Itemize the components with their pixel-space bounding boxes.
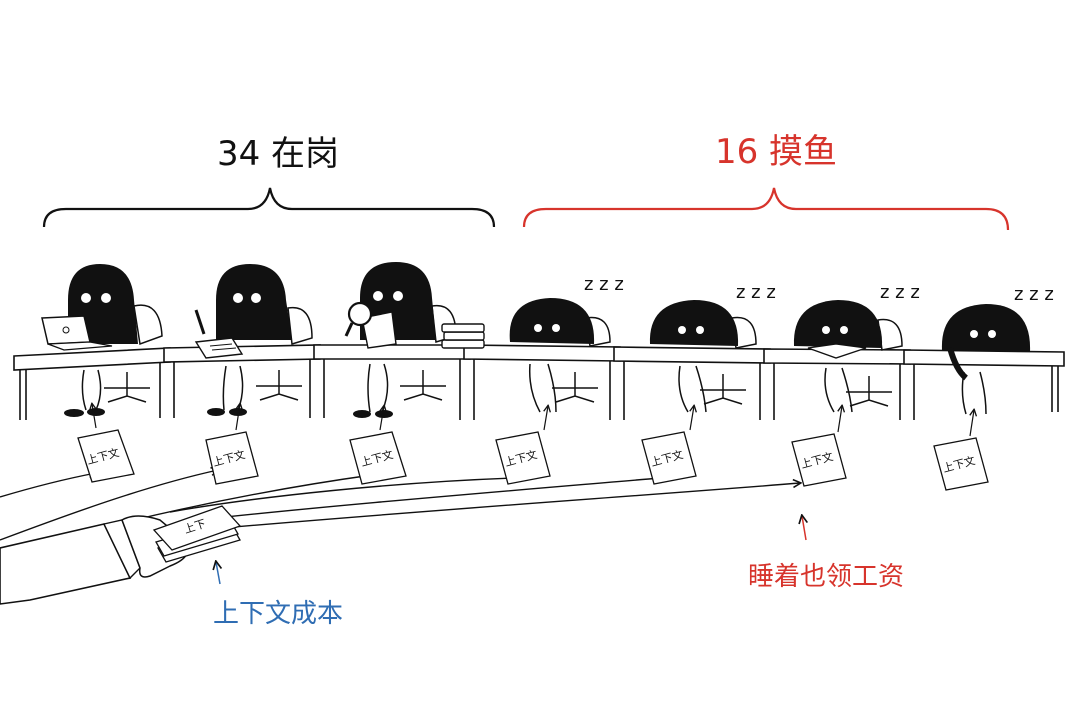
zzz-2: z z z xyxy=(736,282,776,303)
paper-3: 上下文 xyxy=(349,406,407,485)
hand-with-paper-stack: 上下 xyxy=(0,505,242,605)
sleeper-4 xyxy=(941,304,1031,381)
desk-5 xyxy=(613,346,771,364)
desk-legs xyxy=(19,359,1059,420)
sleeper-1 xyxy=(509,298,595,344)
slacking-bracket xyxy=(522,187,1010,231)
zzz-3: z z z xyxy=(880,282,920,303)
zzz-4: z z z xyxy=(1014,284,1054,305)
worker-laptop xyxy=(41,264,138,351)
desk-4 xyxy=(463,344,621,362)
magnifier-icon xyxy=(344,301,373,337)
paid-arrow xyxy=(802,516,806,541)
desk-1 xyxy=(13,347,171,371)
working-count-label: 34 在岗 xyxy=(217,134,339,174)
shoes xyxy=(64,408,393,418)
paper-stack-icon xyxy=(152,505,242,563)
document-icon xyxy=(361,311,397,349)
working-bracket xyxy=(42,187,496,228)
zzz-1: z z z xyxy=(584,274,624,295)
paper-7: 上下文 xyxy=(933,410,989,491)
desk-7 xyxy=(903,349,1065,367)
worker-writing xyxy=(194,264,292,359)
cost-arrow xyxy=(216,562,220,585)
sleeper-3 xyxy=(793,300,883,359)
paper-stack-label: 上下 xyxy=(182,517,207,536)
paid-while-sleeping-label: 睡着也领工资 xyxy=(748,562,904,592)
book-icon xyxy=(807,343,867,359)
book-stack-icon xyxy=(441,323,485,349)
paper-1: 上下文 xyxy=(77,404,135,483)
slacking-count-label: 16 摸鱼 xyxy=(715,132,837,172)
laptop-icon xyxy=(41,315,113,351)
sleeve xyxy=(0,523,132,605)
context-papers: 上下文 上下文 上下文 上下文 上下文 上下文 xyxy=(77,404,989,491)
paper-4: 上下文 xyxy=(495,406,550,485)
character-legs xyxy=(81,363,987,415)
paper-6: 上下文 xyxy=(791,406,847,487)
pen-icon xyxy=(194,309,206,335)
document-icon xyxy=(194,337,244,359)
context-cost-label: 上下文成本 xyxy=(213,599,343,629)
desk-row xyxy=(13,344,1065,371)
worker-reading xyxy=(344,262,485,349)
paper-2: 上下文 xyxy=(205,404,259,485)
sleeper-2 xyxy=(649,300,739,346)
paper-5: 上下文 xyxy=(641,406,696,485)
